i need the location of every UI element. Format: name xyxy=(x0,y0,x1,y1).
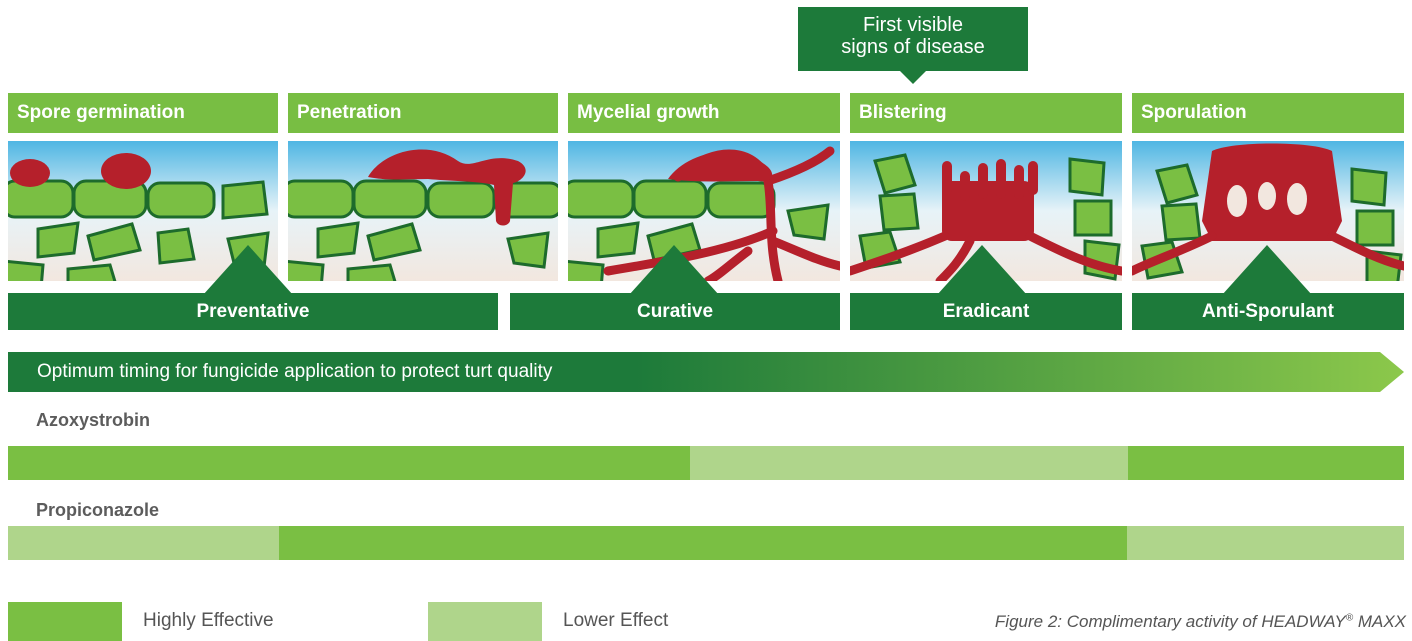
callout-line-1: First visible xyxy=(862,14,963,36)
stage-illustration-spore-germination xyxy=(8,141,278,281)
anti-sporulant-pointer xyxy=(1222,245,1312,295)
preventative-pointer xyxy=(203,245,293,295)
stage-header-sporulation: Sporulation xyxy=(1132,93,1404,133)
legend-label-lower-effect: Lower Effect xyxy=(563,610,669,631)
propiconazole-segment-lower-effect xyxy=(8,526,279,560)
eradicant-pointer xyxy=(937,245,1027,295)
timing-arrow xyxy=(8,352,1404,392)
caption-suffix: MAXX xyxy=(1353,612,1406,631)
stage-illustration-penetration xyxy=(288,141,558,281)
stage-illustration-sporulation xyxy=(1132,141,1404,281)
caption-registered-mark: ® xyxy=(1345,612,1354,624)
action-bar-anti-sporulant: Anti-Sporulant xyxy=(1132,293,1404,330)
timing-label: Optimum timing for fungicide application… xyxy=(37,361,553,382)
legend-label-highly-effective: Highly Effective xyxy=(143,610,274,631)
azoxystrobin-segment-highly-effective xyxy=(1128,446,1404,480)
stage-illustration-mycelial-growth xyxy=(568,141,840,281)
curative-pointer xyxy=(629,245,719,295)
row-label-propiconazole: Propiconazole xyxy=(36,500,160,520)
legend-swatch-lower-effect xyxy=(428,602,542,641)
action-bar-eradicant: Eradicant xyxy=(850,293,1122,330)
legend-swatch-highly-effective xyxy=(8,602,122,641)
stage-header-mycelial-growth: Mycelial growth xyxy=(568,93,840,133)
callout-line-2: signs of disease xyxy=(841,36,985,58)
azoxystrobin-segment-highly-effective xyxy=(8,446,690,480)
azoxystrobin-segment-lower-effect xyxy=(690,446,1128,480)
callout-pointer xyxy=(899,70,927,84)
figure-caption: Figure 2: Complimentary activity of HEAD… xyxy=(886,612,1406,632)
propiconazole-segment-lower-effect xyxy=(1127,526,1404,560)
stage-header-penetration: Penetration xyxy=(288,93,558,133)
stage-header-blistering: Blistering xyxy=(850,93,1122,133)
caption-text: Figure 2: Complimentary activity of HEAD… xyxy=(994,612,1346,631)
propiconazole-segment-highly-effective xyxy=(279,526,1127,560)
action-bar-preventative: Preventative xyxy=(8,293,498,330)
row-label-azoxystrobin: Azoxystrobin xyxy=(36,410,151,430)
disease-signs-callout: First visible signs of disease xyxy=(798,7,1028,71)
action-bar-curative: Curative xyxy=(510,293,840,330)
stage-header-spore-germination: Spore germination xyxy=(8,93,278,133)
